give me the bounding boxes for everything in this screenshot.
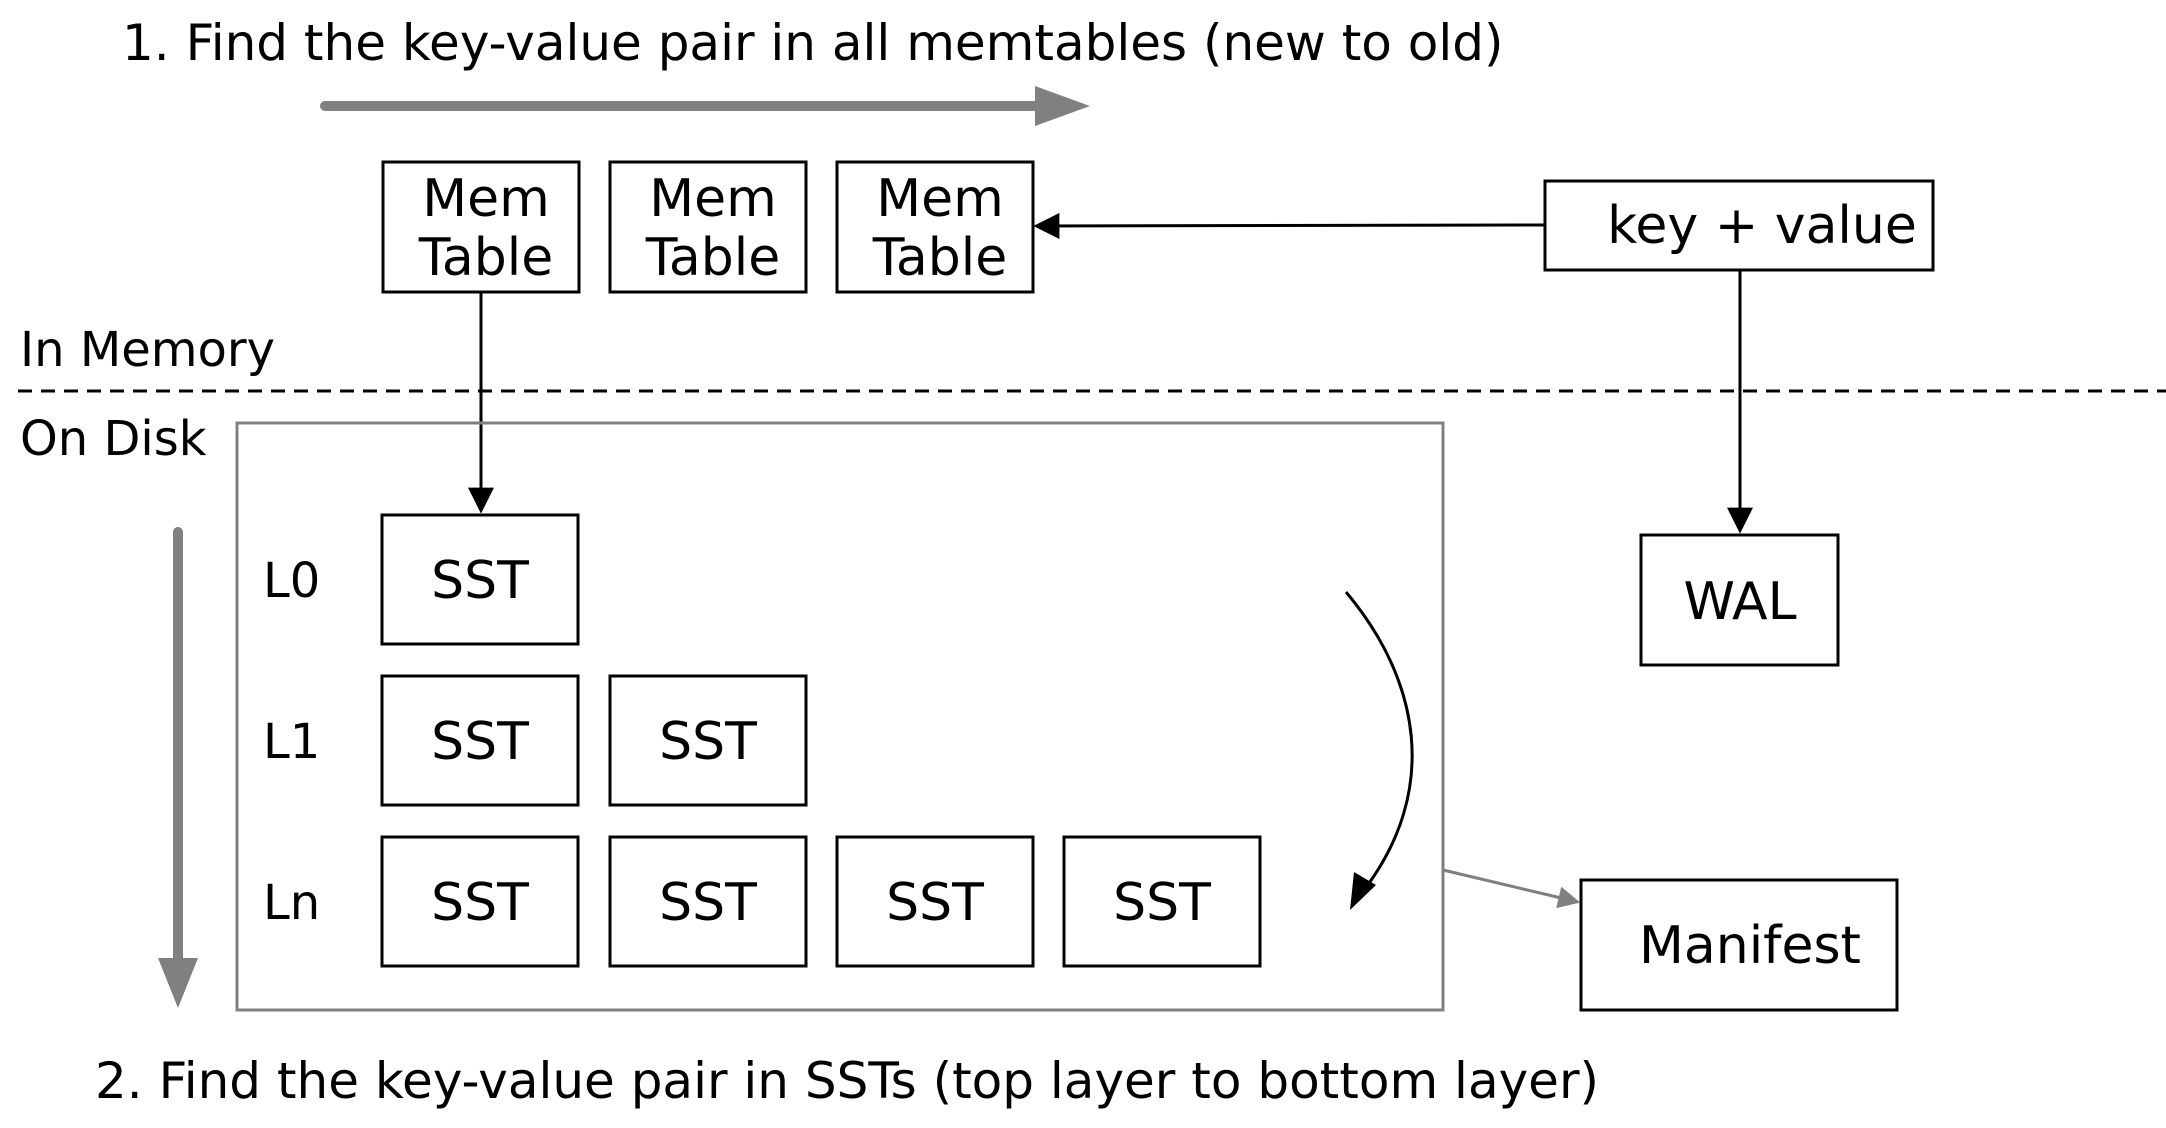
key-value-to-memtable-arrow — [1033, 212, 1546, 239]
on-disk-label: On Disk — [20, 411, 207, 467]
wal-label: WAL — [1683, 572, 1796, 632]
in-memory-label: In Memory — [20, 322, 275, 378]
on-disk-container — [235, 421, 1445, 1012]
memtable-2-line1: Mem — [649, 169, 777, 229]
disk-to-manifest-arrow — [1442, 868, 1581, 909]
manifest-box: Manifest — [1579, 878, 1899, 1012]
sst-ln-3: SST — [835, 835, 1035, 968]
sst-label: SST — [659, 873, 757, 933]
memtable-3-line1: Mem — [876, 169, 1004, 229]
step2-caption: 2. Find the key-value pair in SSTs (top … — [95, 1052, 1599, 1110]
sst-l1-1: SST — [380, 674, 580, 807]
sst-label: SST — [1113, 873, 1211, 933]
sst-label: SST — [431, 551, 529, 611]
step1-caption: 1. Find the key-value pair in all memtab… — [122, 14, 1504, 72]
memtable-1-line1: Mem — [422, 169, 550, 229]
memtable-3: Mem Table — [835, 160, 1035, 294]
sst-l1-2: SST — [608, 674, 808, 807]
memtable-3-line2: Table — [872, 228, 1007, 288]
memtable-2-line2: Table — [645, 228, 780, 288]
sst-ln-1: SST — [380, 835, 580, 968]
level-label-ln: Ln — [263, 875, 320, 931]
sst-ln-2: SST — [608, 835, 808, 968]
wal-box: WAL — [1639, 533, 1840, 667]
manifest-label: Manifest — [1639, 916, 1861, 976]
sst-ln-4: SST — [1062, 835, 1262, 968]
level-label-l0: L0 — [263, 553, 320, 609]
level-label-l1: L1 — [263, 714, 320, 770]
compaction-curved-arrow — [1344, 591, 1414, 910]
memtable-1: Mem Table — [381, 160, 581, 294]
memtable-2: Mem Table — [608, 160, 808, 294]
sst-label: SST — [431, 873, 529, 933]
key-value-label: key + value — [1607, 196, 1917, 256]
sst-label: SST — [886, 873, 984, 933]
sst-search-direction-arrow — [158, 527, 198, 1008]
memtable-1-line2: Table — [418, 228, 553, 288]
key-value-box: key + value — [1543, 179, 1935, 272]
sst-label: SST — [659, 712, 757, 772]
sst-label: SST — [431, 712, 529, 772]
memtable-search-direction-arrow — [320, 86, 1090, 126]
sst-l0-1: SST — [380, 513, 580, 646]
